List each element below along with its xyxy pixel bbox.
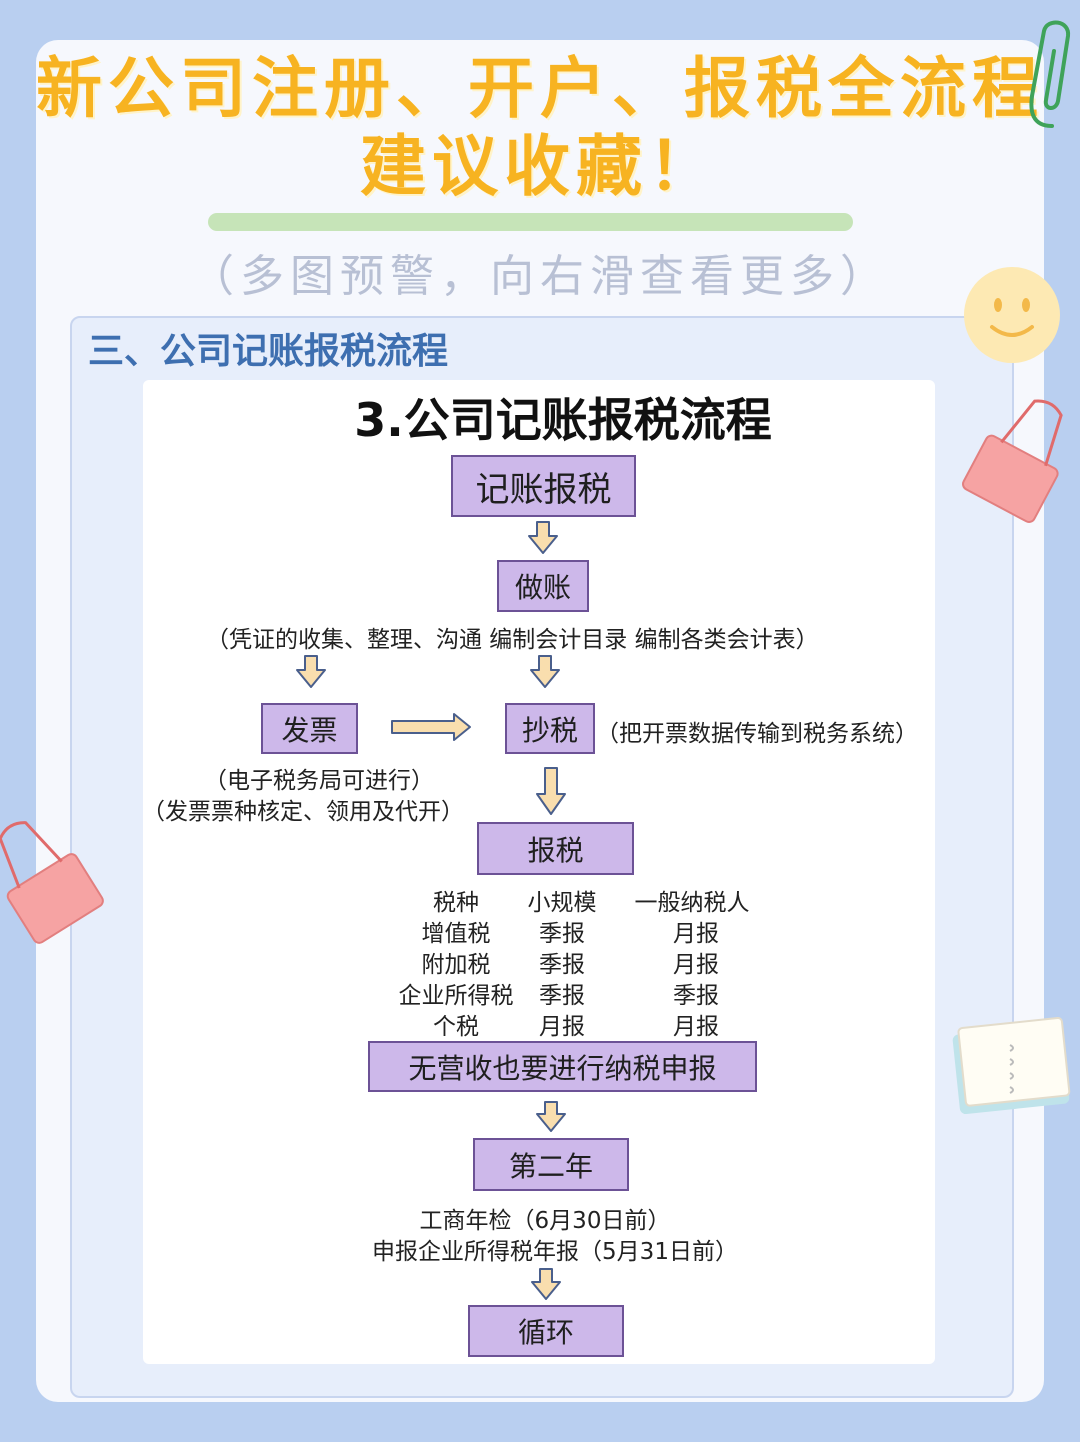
divider-bar (208, 213, 853, 231)
annual-note-2: 申报企业所得税年报（5月31日前） (372, 1239, 738, 1265)
node-copy-tax: 抄税 (505, 703, 595, 754)
node-label: 循环 (517, 1316, 574, 1349)
tax-table-cell: 季报 (673, 983, 719, 1009)
main-title: 新公司注册、开户、报税全流程 建议收藏！ (0, 50, 1080, 206)
invoice-detail-note-2: （发票票种核定、领用及代开） (142, 799, 464, 825)
tax-table-cell: 企业所得税 (398, 983, 514, 1009)
main-title-line2: 建议收藏！ (360, 128, 720, 205)
tax-table-header: 小规模 (527, 890, 597, 916)
down-arrow-icon (531, 1268, 561, 1300)
flowchart-title: 3.公司记账报税流程 (354, 393, 772, 447)
subtitle: （多图预警，向右滑查看更多） (190, 251, 890, 302)
down-arrow-icon (296, 655, 326, 688)
smiley-sticker (964, 267, 1060, 363)
down-arrow-icon (528, 521, 558, 554)
node-label: 记账报税 (475, 469, 612, 510)
tax-table-cell: 季报 (539, 952, 585, 978)
notepad-icon (952, 1016, 1071, 1115)
node-accounting: 做账 (497, 560, 589, 612)
tax-table-cell: 附加税 (421, 952, 491, 978)
copy-tax-detail-note: （把开票数据传输到税务系统） (596, 721, 918, 747)
tax-table-cell: 季报 (539, 921, 585, 947)
binder-clip-icon (0, 821, 104, 944)
down-arrow-icon (530, 655, 560, 688)
section-heading: 三、公司记账报税流程 (88, 331, 449, 372)
tax-table-header: 一般纳税人 (634, 890, 750, 916)
tax-table-cell: 月报 (673, 921, 719, 947)
accounting-detail-note: （凭证的收集、整理、沟通 编制会计目录 编制各类会计表） (206, 627, 819, 653)
tax-table-cell: 月报 (539, 1014, 585, 1040)
node-label: 报税 (527, 833, 584, 867)
node-second-year: 第二年 (473, 1138, 629, 1191)
node-cycle: 循环 (468, 1305, 624, 1357)
node-label: 抄税 (521, 713, 578, 747)
annual-note-1: 工商年检（6月30日前） (419, 1208, 671, 1234)
node-label: 第二年 (508, 1149, 593, 1183)
paperclip-icon (1029, 20, 1071, 128)
node-label: 做账 (514, 571, 571, 604)
node-tax-filing: 报税 (477, 822, 634, 875)
tax-table-cell: 个税 (433, 1014, 479, 1040)
node-label: 发票 (281, 713, 338, 747)
main-title-line1: 新公司注册、开户、报税全流程 (36, 50, 1044, 127)
tax-table-cell: 月报 (673, 1014, 719, 1040)
tax-table-cell: 季报 (539, 983, 585, 1009)
node-no-revenue: 无营收也要进行纳税申报 (368, 1041, 757, 1092)
tax-table-header: 税种 (433, 890, 479, 916)
right-arrow-icon (391, 713, 471, 741)
invoice-detail-note-1: （电子税务局可进行） (204, 768, 434, 794)
tax-table-cell: 月报 (673, 952, 719, 978)
down-arrow-icon (536, 767, 566, 815)
tax-table-cell: 增值税 (421, 921, 491, 947)
binder-clip-icon (962, 399, 1063, 523)
down-arrow-icon (536, 1101, 566, 1132)
node-label: 无营收也要进行纳税申报 (408, 1051, 717, 1085)
node-invoice: 发票 (261, 703, 358, 754)
node-bookkeeping-tax: 记账报税 (451, 455, 636, 517)
